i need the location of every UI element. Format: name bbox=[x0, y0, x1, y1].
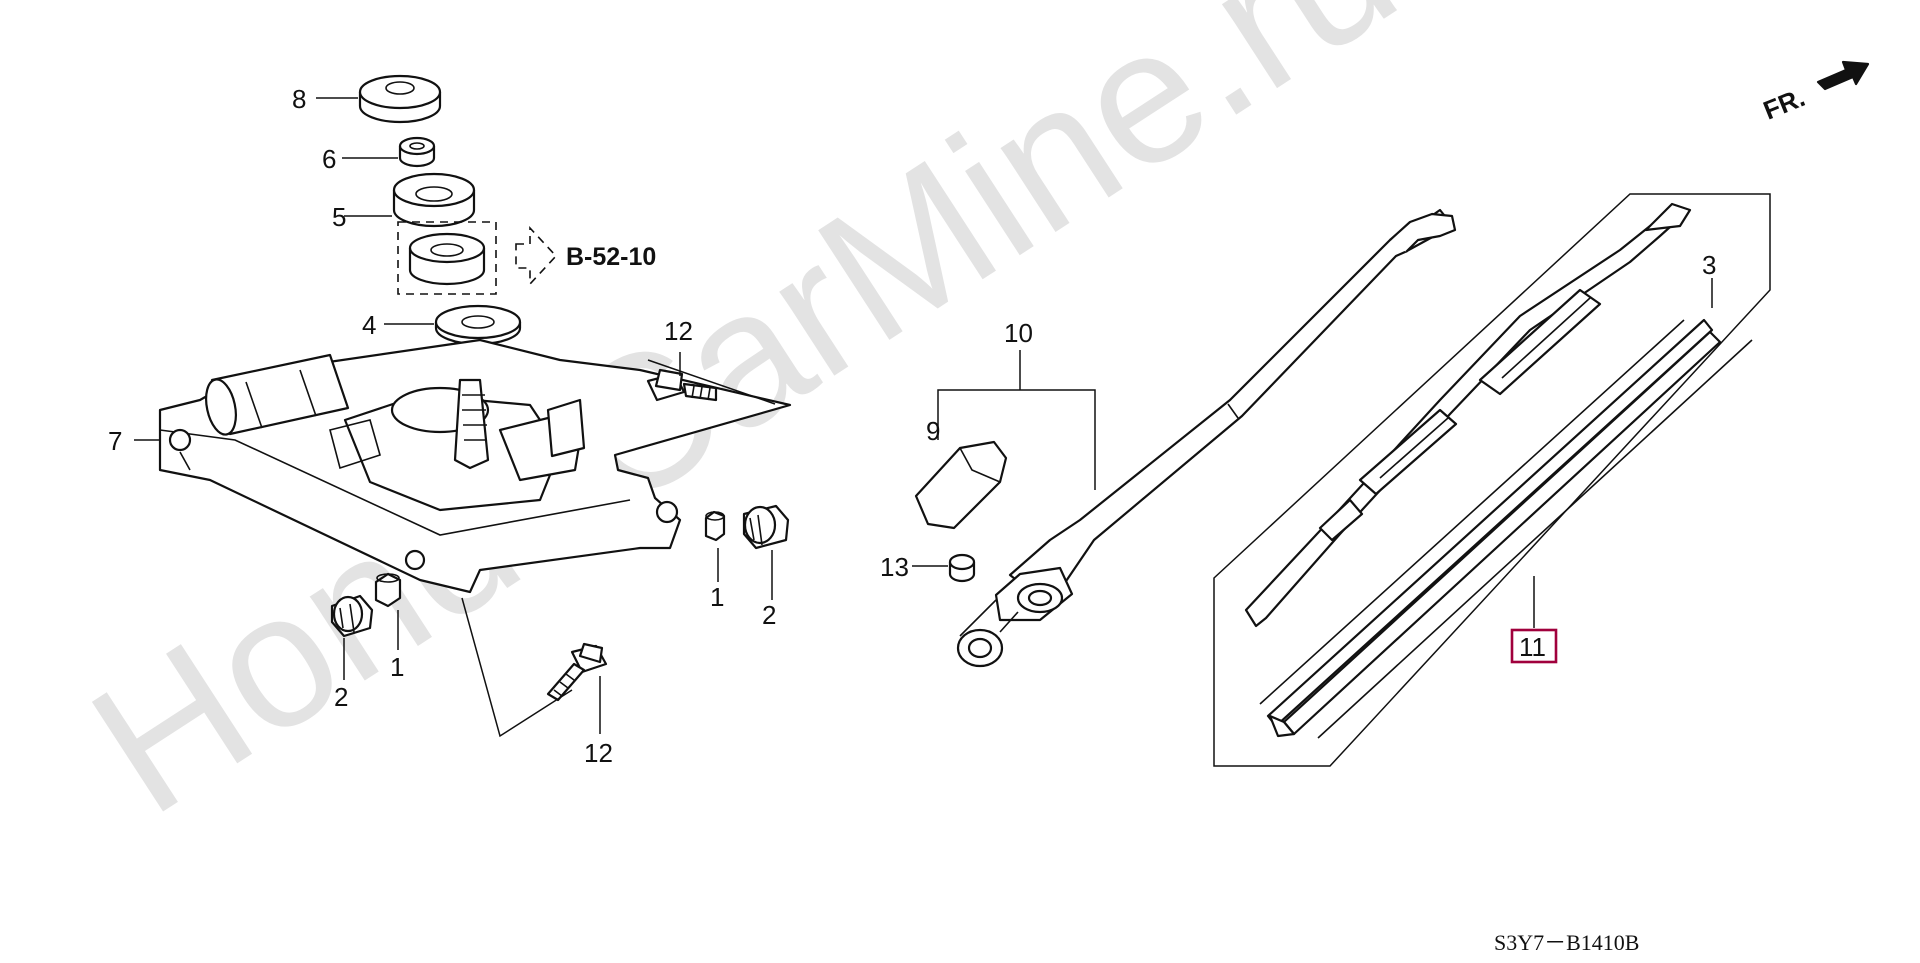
part-13-nut bbox=[948, 553, 976, 583]
callout-11: 11 bbox=[1519, 632, 1546, 662]
callout-4: 4 bbox=[362, 310, 376, 340]
callout-7: 7 bbox=[108, 426, 122, 456]
part-1-collar-left bbox=[374, 572, 402, 608]
part-12-bolt-lower bbox=[546, 642, 608, 702]
callout-2-right: 2 bbox=[762, 600, 776, 630]
callout-8: 8 bbox=[292, 84, 306, 114]
callout-1-right: 1 bbox=[710, 582, 724, 612]
part-4-washer bbox=[434, 304, 522, 346]
part-5-bushing bbox=[392, 172, 476, 228]
callout-6: 6 bbox=[322, 144, 336, 174]
part-12-bolt-upper bbox=[646, 368, 718, 402]
part-7-motor-bracket bbox=[158, 338, 792, 594]
callout-5: 5 bbox=[332, 202, 346, 232]
callout-13: 13 bbox=[880, 552, 909, 582]
reference-arrow-icon bbox=[515, 225, 558, 287]
diagram-code: S3Y7－B1410B bbox=[1494, 930, 1639, 955]
part-3-blade-rubber bbox=[1259, 318, 1753, 739]
reference-bushing-dashed bbox=[397, 221, 497, 295]
part-10-wiper-arm bbox=[956, 208, 1457, 668]
highlight-box-11 bbox=[1510, 628, 1558, 664]
callout-2-left: 2 bbox=[334, 682, 348, 712]
reference-code: B-52-10 bbox=[566, 243, 656, 271]
part-8-cap bbox=[358, 74, 442, 124]
reference-arrow: B-52-10 bbox=[515, 225, 656, 287]
callout-1-left: 1 bbox=[390, 652, 404, 682]
callout-10: 10 bbox=[1004, 318, 1033, 348]
part-6-nut bbox=[398, 136, 436, 168]
part-2-grommet-right bbox=[742, 504, 790, 550]
part-9-cover-cap bbox=[914, 440, 1008, 530]
front-arrow-icon bbox=[1816, 60, 1870, 91]
callout-12-lower: 12 bbox=[584, 738, 613, 768]
direction-label: FR. bbox=[1759, 82, 1809, 126]
part-11-wiper-blade-frame bbox=[1213, 193, 1771, 767]
callout-12-upper: 12 bbox=[664, 316, 693, 346]
part-1-collar-right bbox=[704, 510, 726, 542]
part-2-grommet-left bbox=[330, 594, 374, 638]
front-direction-indicator: FR. bbox=[1759, 60, 1870, 126]
callout-3: 3 bbox=[1702, 250, 1716, 280]
callout-9: 9 bbox=[926, 416, 940, 446]
